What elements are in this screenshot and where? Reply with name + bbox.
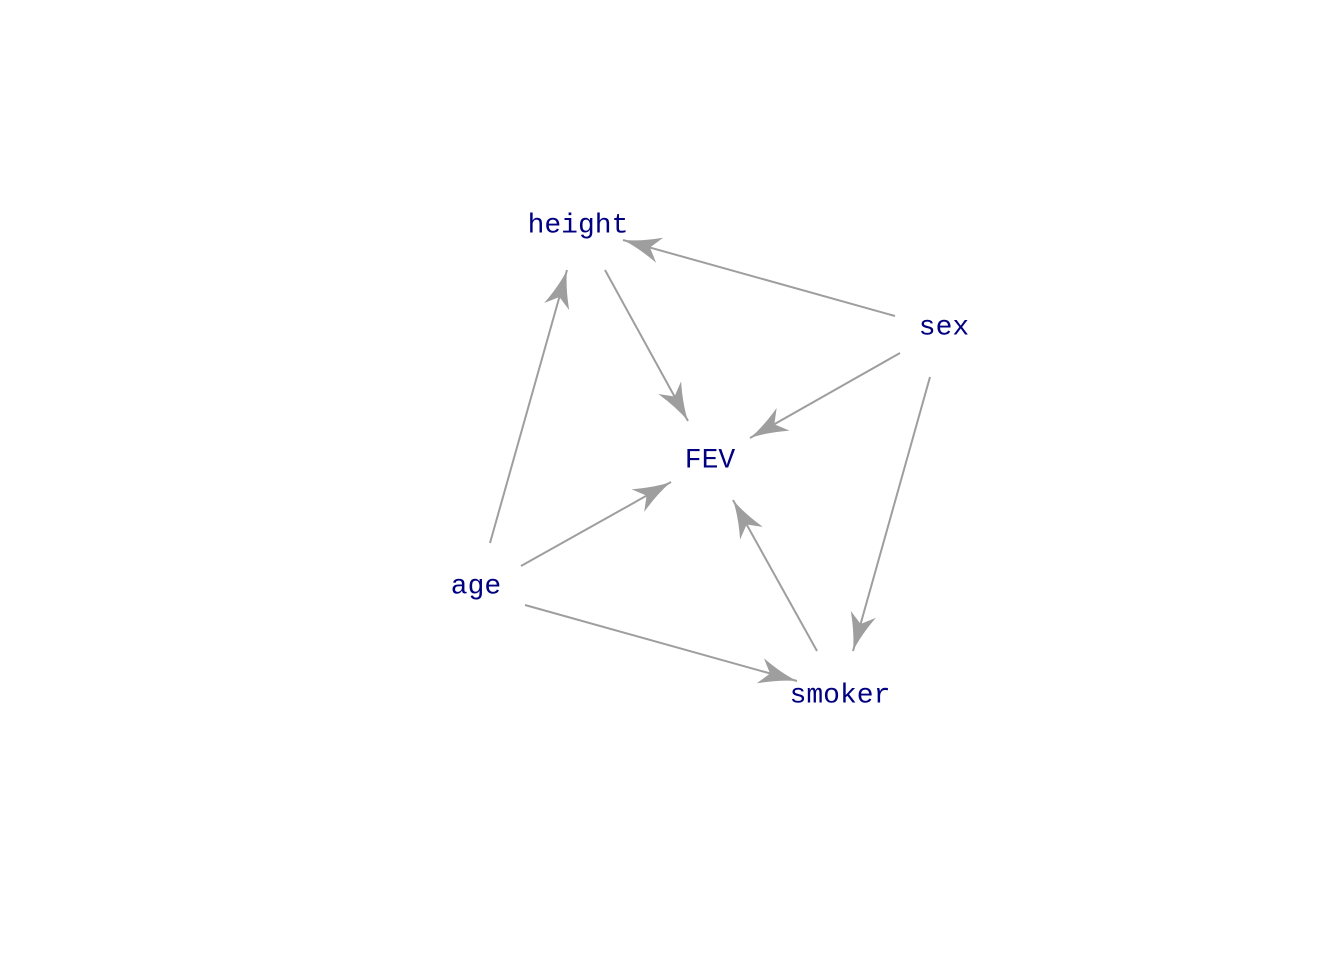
node-sex: sex: [919, 313, 969, 344]
edge-sex-to-FEV: [749, 352, 901, 439]
arrowhead-icon: [631, 482, 671, 512]
edge-line: [622, 239, 896, 317]
edge-line: [489, 269, 568, 544]
arrowhead-icon: [756, 658, 797, 684]
edge-height-to-FEV: [604, 269, 689, 422]
edge-line: [520, 481, 672, 567]
edge-age-to-smoker: [524, 604, 798, 684]
node-age: age: [451, 572, 501, 603]
node-height: height: [528, 211, 629, 242]
edge-line: [524, 604, 798, 682]
arrowhead-icon: [733, 500, 763, 540]
node-fev: FEV: [685, 446, 736, 477]
edge-line: [732, 499, 818, 652]
node-smoker: smoker: [790, 681, 891, 712]
edge-line: [604, 269, 689, 422]
arrowhead-icon: [850, 610, 876, 651]
edges: [489, 237, 931, 684]
arrowhead-icon: [544, 270, 570, 311]
edge-sex-to-smoker: [850, 376, 931, 652]
edge-age-to-height: [489, 269, 570, 544]
edge-age-to-FEV: [520, 481, 672, 567]
arrowhead-icon: [658, 381, 688, 421]
edge-line: [749, 352, 901, 439]
arrowhead-icon: [750, 407, 790, 438]
edge-line: [852, 376, 931, 652]
edge-smoker-to-FEV: [732, 499, 818, 652]
edge-sex-to-height: [622, 237, 896, 317]
arrowhead-icon: [623, 237, 664, 263]
